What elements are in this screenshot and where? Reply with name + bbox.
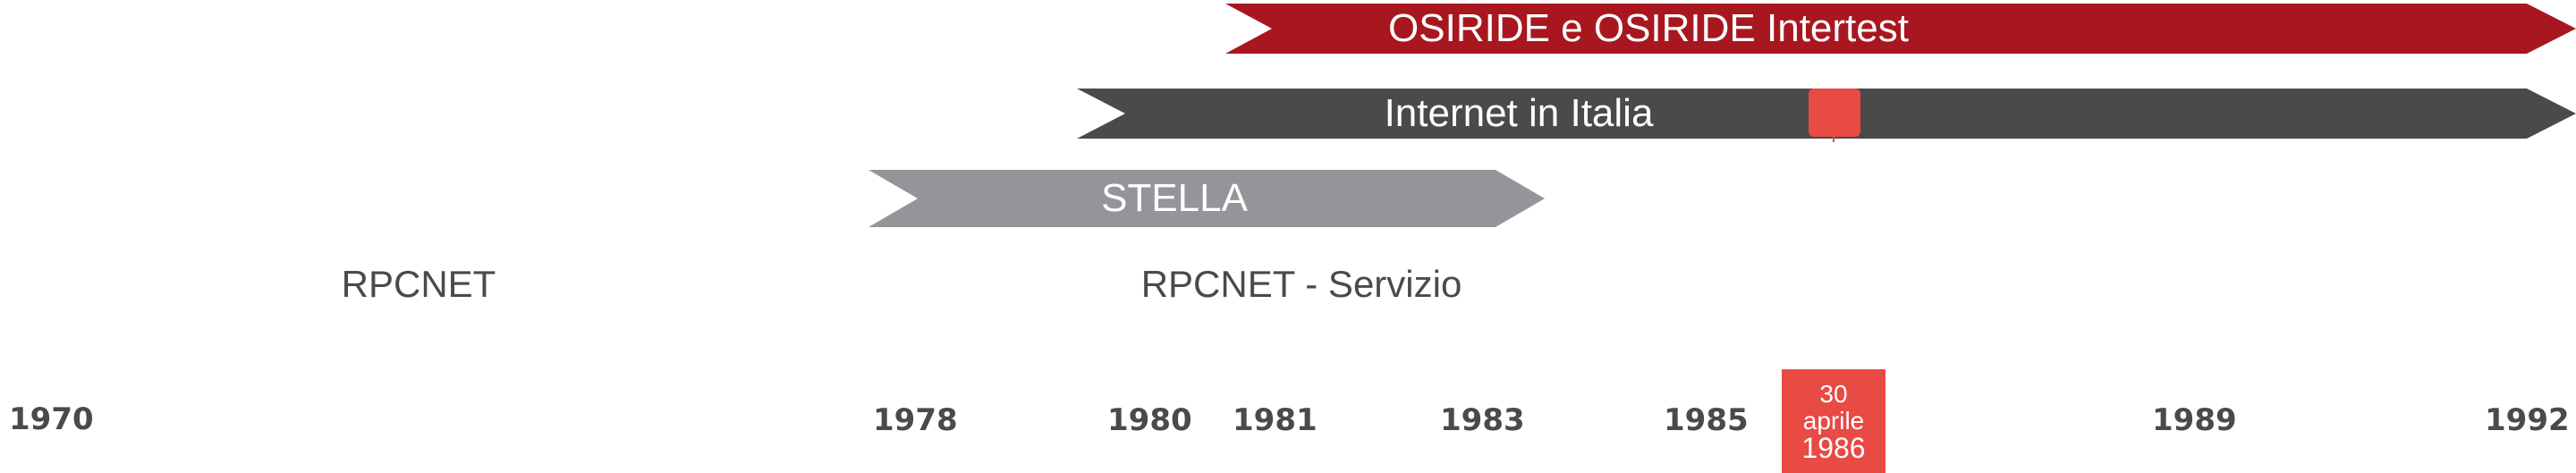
stella-bar-shape [869,170,1545,227]
year-label: 1983 [1440,402,1525,438]
year-label: 1985 [1664,402,1749,438]
year-label: 1992 [2485,402,2570,438]
osiride-bar-label: OSIRIDE e OSIRIDE Intertest [1388,6,1909,50]
period-label-rpcnet: RPCNET [342,263,496,305]
year-label: 1981 [1233,402,1318,438]
year-label: 1970 [9,401,94,437]
internet-italia-bar-label: Internet in Italia [1385,91,1654,135]
year-label: 1980 [1107,402,1192,438]
highlight-date-box: 30 aprile 1986 [1782,369,1885,473]
highlight-date-background [1782,369,1885,473]
period-label-rpcnet-servizio: RPCNET - Servizio [1141,263,1462,305]
year-label: 1989 [2152,402,2237,438]
stella-bar-label: STELLA [1101,176,1249,220]
osiride-bar: OSIRIDE e OSIRIDE Intertest [1225,4,2576,54]
milestone-marker-square [1809,89,1860,137]
highlight-date-month: aprile [1803,407,1864,435]
highlight-date-year: 1986 [1801,432,1865,464]
stella-bar: STELLA [869,170,1545,227]
year-label: 1978 [873,402,958,438]
highlight-date-day: 30 [1819,380,1847,408]
milestone-marker [1809,89,1860,142]
osiride-bar-shape [1225,4,2576,54]
